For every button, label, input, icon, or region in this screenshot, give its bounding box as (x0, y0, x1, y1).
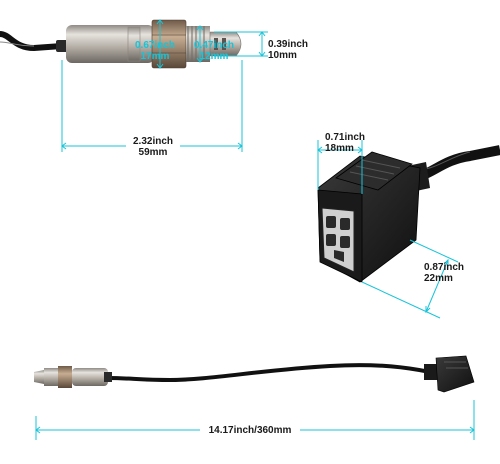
sensor-tip-diameter-mm: 10mm (268, 50, 297, 61)
sensor-tip-diameter-label: 0.39inch 10mm (268, 39, 308, 61)
connector-pin (340, 218, 350, 230)
sensor-thread-diameter-mm: 12mm (199, 51, 229, 62)
sensor-length-mm: 59mm (138, 147, 168, 158)
total-length-label: 14.17inch/360mm (208, 425, 292, 436)
sensor-thread-diameter-inch: 0.47inch (193, 40, 235, 51)
connector-height-inch: 0.87inch (424, 262, 465, 273)
sensor-thread-diameter-label: 0.47inch 12mm (190, 40, 238, 62)
connector-closeup (317, 145, 500, 283)
connector-pin (326, 216, 336, 228)
connector-pin (340, 236, 350, 248)
sensor-length-label: 2.32inch 59mm (126, 136, 180, 158)
full-product (34, 355, 475, 393)
connector-height-label: 0.87inch 22mm (424, 262, 464, 284)
connector-dimension-lines (317, 140, 459, 319)
connector-width-mm: 18mm (325, 143, 354, 154)
connector-width-label: 0.71inch 18mm (325, 132, 365, 154)
connector-pin (326, 234, 336, 246)
sensor-cable (0, 31, 63, 52)
full-sensor (34, 366, 112, 388)
sensor-closeup (0, 19, 242, 69)
sensor-tip-diameter-inch: 0.39inch (268, 39, 309, 50)
full-cable (107, 363, 431, 383)
sensor-outer-diameter-inch: 0.67inch (134, 40, 176, 51)
sensor-outer-diameter-mm: 17mm (140, 51, 170, 62)
sensor-dimension-lines (61, 19, 268, 152)
sensor-outer-diameter-label: 0.67inch 17mm (131, 40, 179, 62)
connector-height-mm: 22mm (424, 273, 453, 284)
sensor-length-inch: 2.32inch (132, 136, 174, 147)
full-connector (424, 355, 475, 393)
connector-width-inch: 0.71inch (325, 132, 366, 143)
sensor-thread (186, 26, 210, 62)
total-length-dimension-line (35, 400, 475, 440)
